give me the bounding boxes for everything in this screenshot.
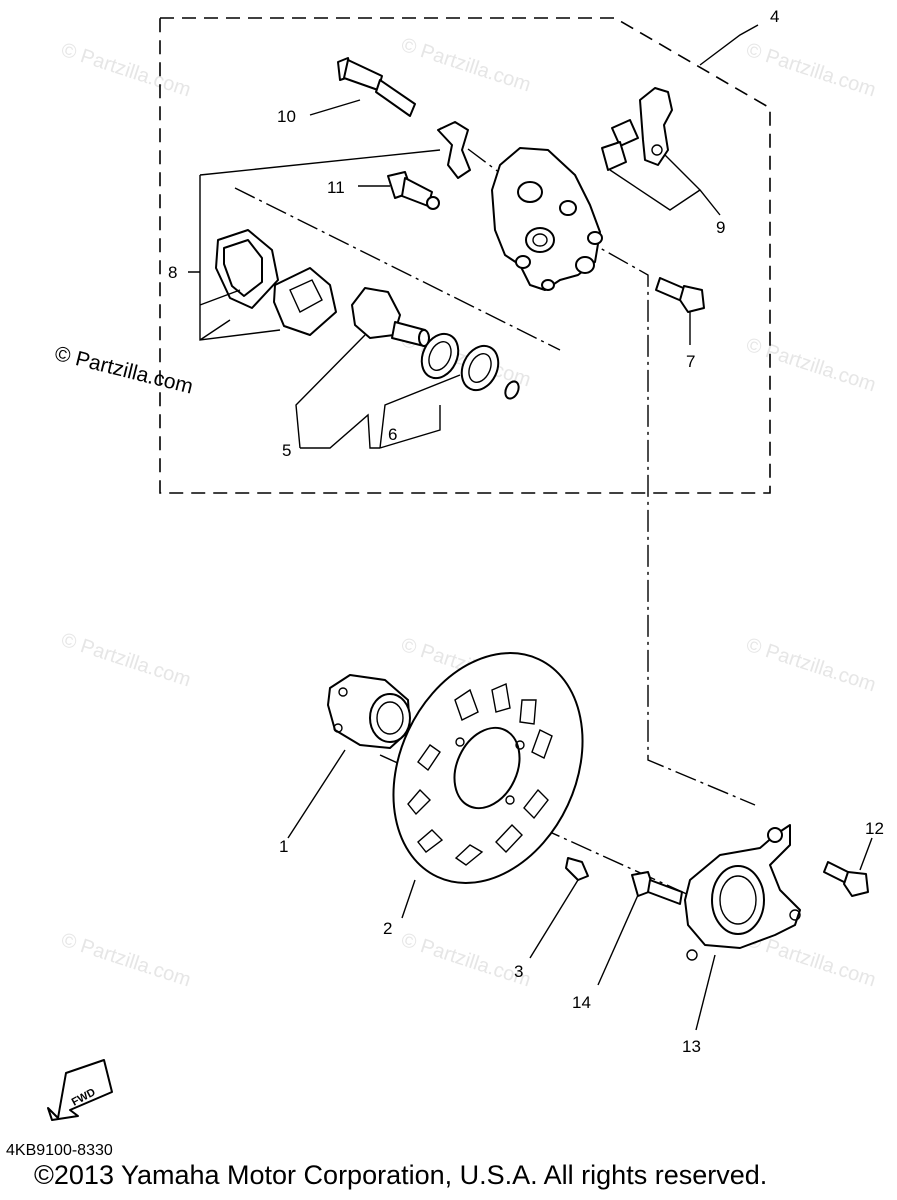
watermark: © Partzilla.com <box>398 929 533 992</box>
disc-bolt-3 <box>565 857 589 881</box>
callout-3: 3 <box>514 962 523 981</box>
callout-14: 14 <box>572 993 591 1012</box>
bolt-12 <box>823 861 869 897</box>
callout-5: 5 <box>282 441 291 460</box>
bolt-7 <box>655 277 705 313</box>
callouts: 1 2 3 4 5 6 7 8 9 10 11 12 13 14 <box>168 7 884 1056</box>
callout-10: 10 <box>277 107 296 126</box>
watermark: © Partzilla.com <box>58 929 193 992</box>
piston-seals-6 <box>420 332 520 400</box>
caliper-assembly-boundary <box>159 17 771 494</box>
watermark: © Partzilla.com <box>58 629 193 692</box>
bleed-screw-11 <box>387 171 440 210</box>
callout-1: 1 <box>279 837 288 856</box>
watermark: © Partzilla.com <box>58 39 193 102</box>
slide-pin-10 <box>337 57 416 117</box>
center-line <box>234 187 561 351</box>
copyright-footer: ©2013 Yamaha Motor Corporation, U.S.A. A… <box>34 1160 768 1190</box>
hose-fitting-9 <box>601 87 673 171</box>
caliper-bracket-13 <box>684 824 801 961</box>
callout-12: 12 <box>865 819 884 838</box>
watermark: © Partzilla.com <box>743 334 878 397</box>
callout-6: 6 <box>388 425 397 444</box>
brake-disc-2 <box>392 652 584 884</box>
caliper-body <box>491 147 603 291</box>
diagram-code: 4KB9100-8330 <box>6 1142 113 1159</box>
hub-1 <box>327 674 411 749</box>
callout-7: 7 <box>686 352 695 371</box>
watermark: © Partzilla.com <box>743 39 878 102</box>
fwd-arrow: FWD <box>47 1059 113 1121</box>
callout-13: 13 <box>682 1037 701 1056</box>
callout-9: 9 <box>716 218 725 237</box>
callout-2: 2 <box>383 919 392 938</box>
pad-clip <box>437 121 471 179</box>
leader-lines <box>188 24 873 1031</box>
brake-pads-8 <box>215 229 337 336</box>
bolt-14 <box>631 871 683 905</box>
callout-8: 8 <box>168 263 177 282</box>
watermark: © Partzilla.com <box>743 634 878 697</box>
watermark: © Partzilla.com <box>398 34 533 97</box>
piston-5 <box>351 287 430 347</box>
callout-4: 4 <box>770 7 779 26</box>
callout-11: 11 <box>327 178 345 197</box>
